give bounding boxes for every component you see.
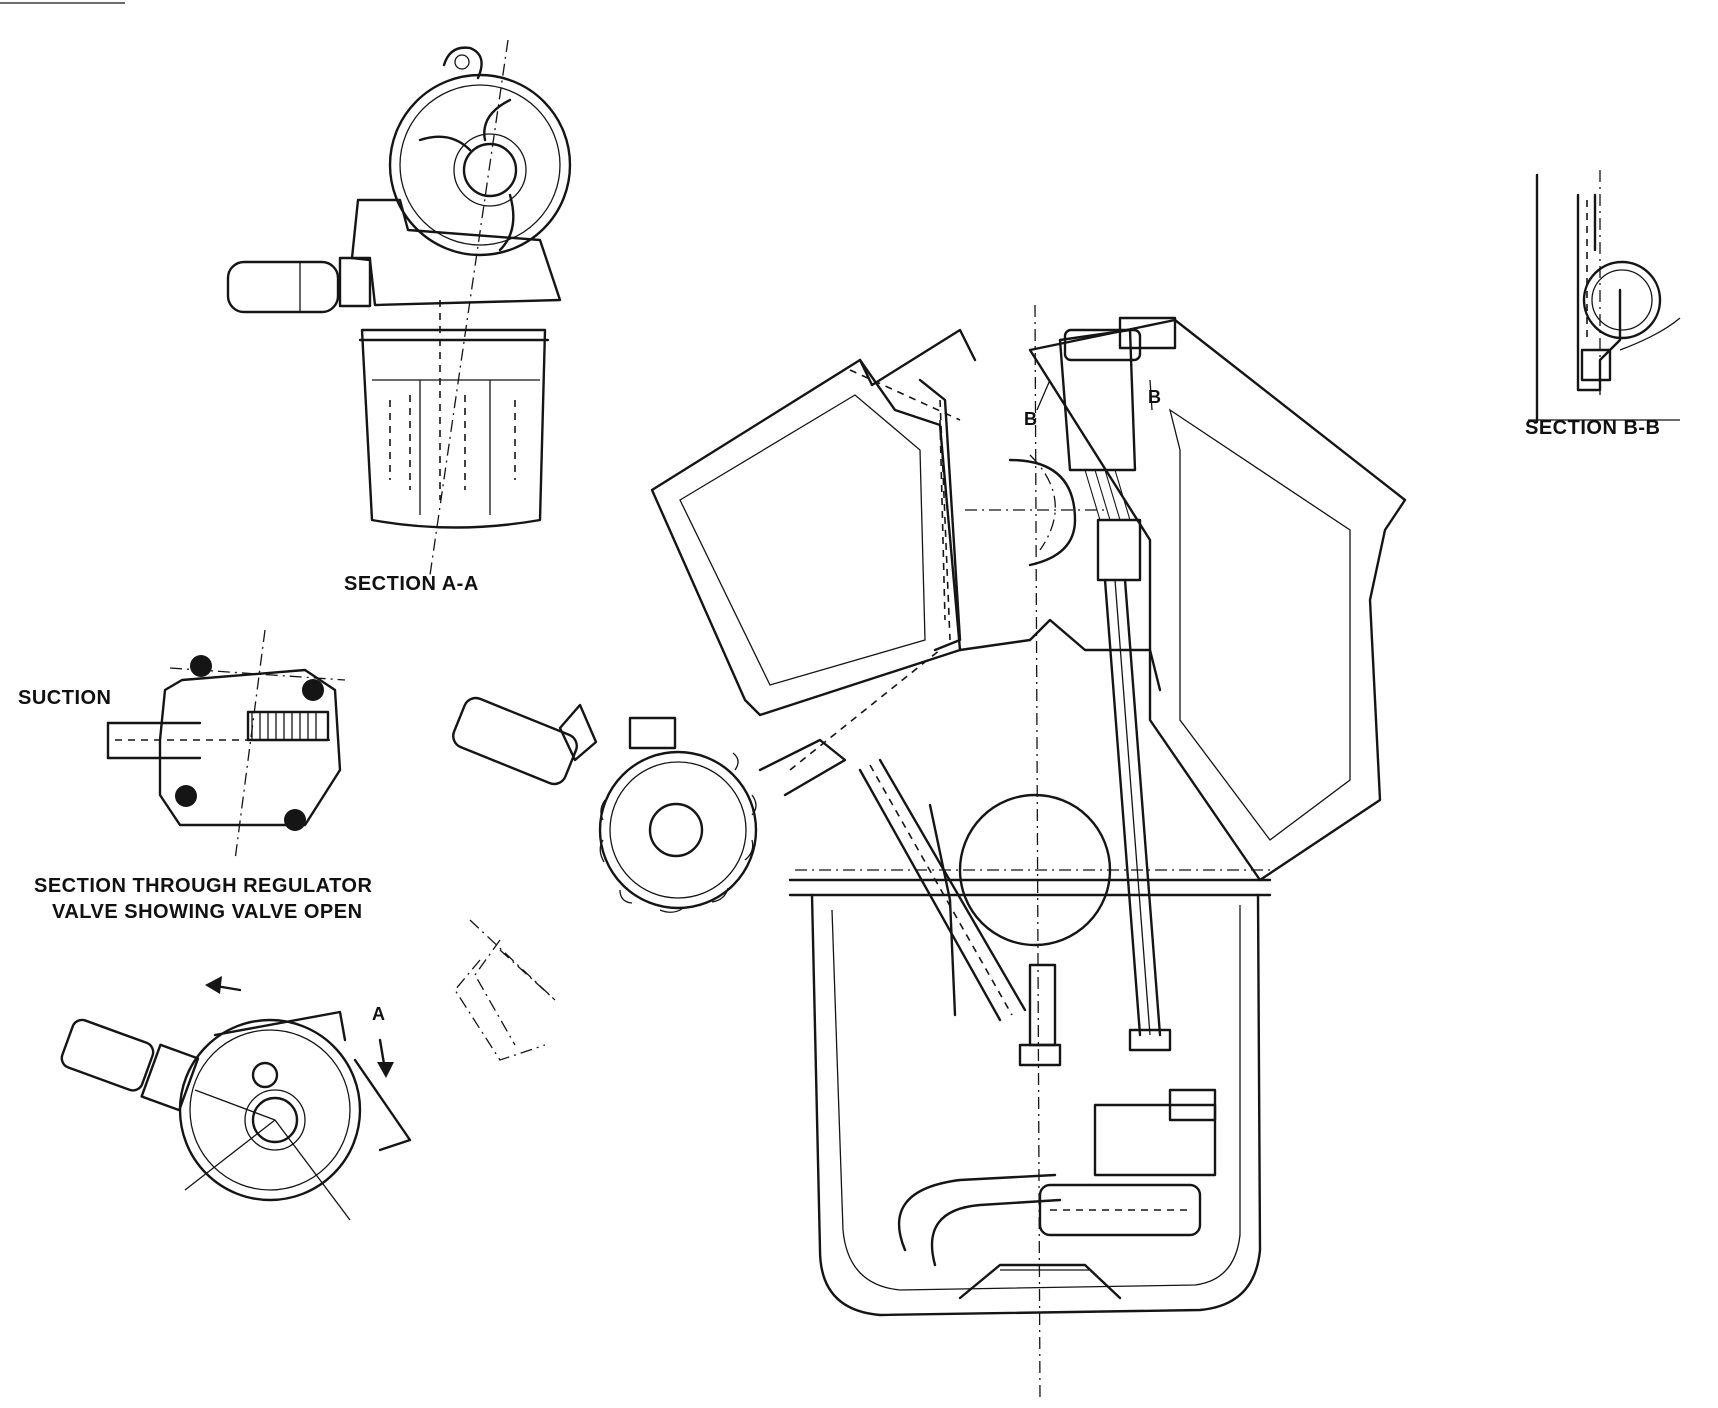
section-marker-b-right: B bbox=[1148, 387, 1162, 407]
section-b-b-drawing bbox=[1528, 170, 1681, 424]
pump-front-view-drawing bbox=[60, 919, 556, 1221]
regulator-caption-line1: SECTION THROUGH REGULATOR bbox=[34, 875, 373, 897]
section-marker-b-left: B bbox=[1024, 409, 1038, 429]
regulator-caption-line2: VALVE SHOWING VALVE OPEN bbox=[52, 901, 363, 923]
suction-label: SUCTION bbox=[18, 687, 112, 709]
mounted-oil-filter bbox=[452, 696, 847, 913]
section-b-b-label: SECTION B-B bbox=[1525, 417, 1661, 439]
section-a-a-label: SECTION A-A bbox=[344, 573, 479, 595]
regulator-valve-drawing bbox=[106, 629, 346, 861]
engine-cross-section bbox=[650, 304, 1407, 1401]
section-a-a-drawing bbox=[226, 39, 572, 576]
section-marker-a: A bbox=[372, 1004, 386, 1024]
